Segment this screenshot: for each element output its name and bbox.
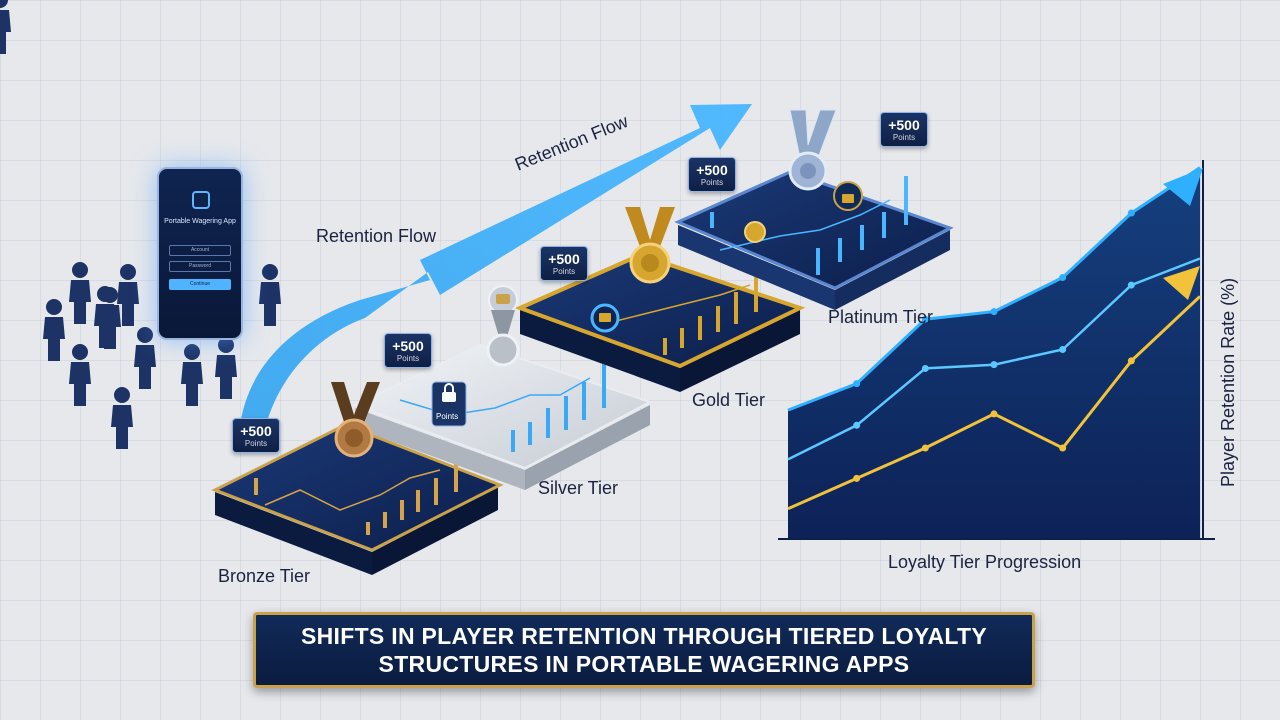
chart-point [921, 315, 929, 323]
tier-label-silver: Silver Tier [538, 478, 619, 498]
gold-coin-icon [744, 221, 766, 243]
banner-title-line-1: SHIFTS IN PLAYER RETENTION THROUGH TIERE… [300, 623, 987, 649]
chart-point [1127, 209, 1135, 217]
platinum-medal-icon [788, 109, 837, 191]
chart-point [1059, 273, 1067, 281]
player-group-icon [0, 0, 281, 449]
bronze-tier-platform [211, 423, 504, 575]
retention-chart [778, 160, 1215, 540]
gold-tier-platform [514, 252, 806, 392]
app-logo-icon [192, 191, 210, 209]
gold-medal-icon [625, 207, 675, 284]
chart-arrowhead-gold [1163, 266, 1200, 300]
chart-point [853, 421, 861, 429]
account-field[interactable]: Account [169, 245, 231, 256]
coin-icon [590, 303, 620, 333]
chart-point [921, 444, 929, 452]
app-name: Portable Wagering App [164, 218, 236, 225]
chart-point [1059, 444, 1067, 452]
chart-area-fill [788, 167, 1200, 539]
password-field[interactable]: Password [169, 261, 231, 272]
title-banner: SHIFTS IN PLAYER RETENTION THROUGH TIERE… [253, 612, 1035, 688]
silver-tier-platform [352, 343, 653, 490]
chart-point [990, 308, 998, 316]
banner-title: SHIFTS IN PLAYER RETENTION THROUGH TIERE… [301, 622, 987, 678]
tier-label-bronze: Bronze Tier [218, 566, 311, 586]
retention-flow-label: Retention Flow [316, 226, 437, 246]
chart-point [990, 361, 998, 369]
chart-point [921, 364, 929, 372]
chart-y-axis-label: Player Retention Rate (%) [1218, 277, 1238, 487]
chart-point [853, 474, 861, 482]
mobile-app-phone: Portable Wagering App Account Password C… [157, 167, 243, 340]
banner-title-line-2: STRUCTURES IN PORTABLE WAGERING APPS [378, 651, 910, 677]
continue-button[interactable]: Continue [169, 279, 231, 290]
chart-arrowhead-blue [1163, 168, 1203, 206]
silver-medal-icon [486, 285, 520, 367]
chart-point [853, 380, 861, 388]
tier-label-gold: Gold Tier [692, 390, 766, 410]
chart-point [1127, 281, 1135, 289]
platinum-lock-icon [833, 181, 863, 211]
platinum-tier-platform [674, 170, 954, 310]
chart-x-axis-label: Loyalty Tier Progression [888, 552, 1082, 572]
lock-icon [431, 381, 467, 427]
chart-point [990, 410, 998, 418]
chart-point [1127, 357, 1135, 365]
bronze-medal-icon [331, 382, 380, 458]
lock-points-label: Points [436, 412, 459, 421]
tier-label-platinum: Platinum Tier [828, 307, 934, 327]
chart-point [1059, 346, 1067, 353]
